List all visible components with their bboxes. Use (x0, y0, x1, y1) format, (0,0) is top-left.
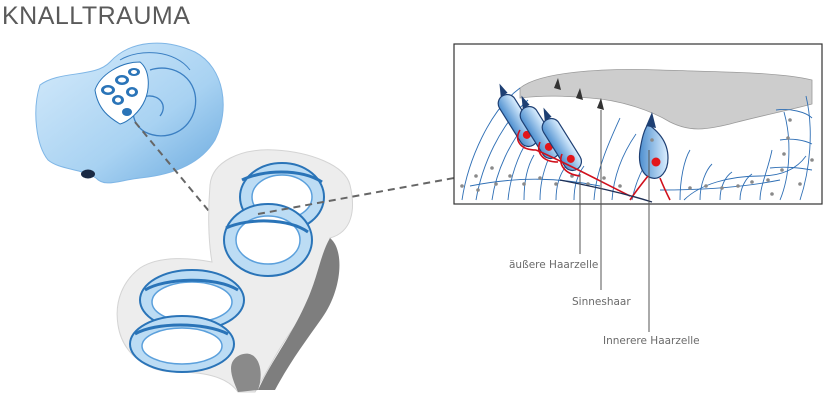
lower-turn (129, 269, 245, 373)
label-leaders (579, 110, 650, 332)
label-inner-hair-cell: Innerere Haarzelle (603, 335, 700, 347)
cochlea-icon (35, 42, 224, 184)
organ-of-corti-detail (453, 43, 823, 205)
connector-line-1 (134, 121, 219, 223)
round-window-icon (81, 169, 95, 179)
page-title: KNALLTRAUMA (2, 2, 191, 30)
cochlea-section-illustration (116, 149, 353, 393)
stereocilia (554, 78, 604, 110)
outer-hair-cells (497, 83, 583, 172)
label-outer-hair-cell: äußere Haarzelle (509, 259, 599, 271)
inner-hair-cell (638, 112, 669, 179)
nerve-fibres (516, 129, 671, 201)
label-sensory-hair: Sinneshaar (572, 296, 631, 308)
connector-line-2 (257, 177, 455, 215)
cell-dots (460, 118, 814, 196)
